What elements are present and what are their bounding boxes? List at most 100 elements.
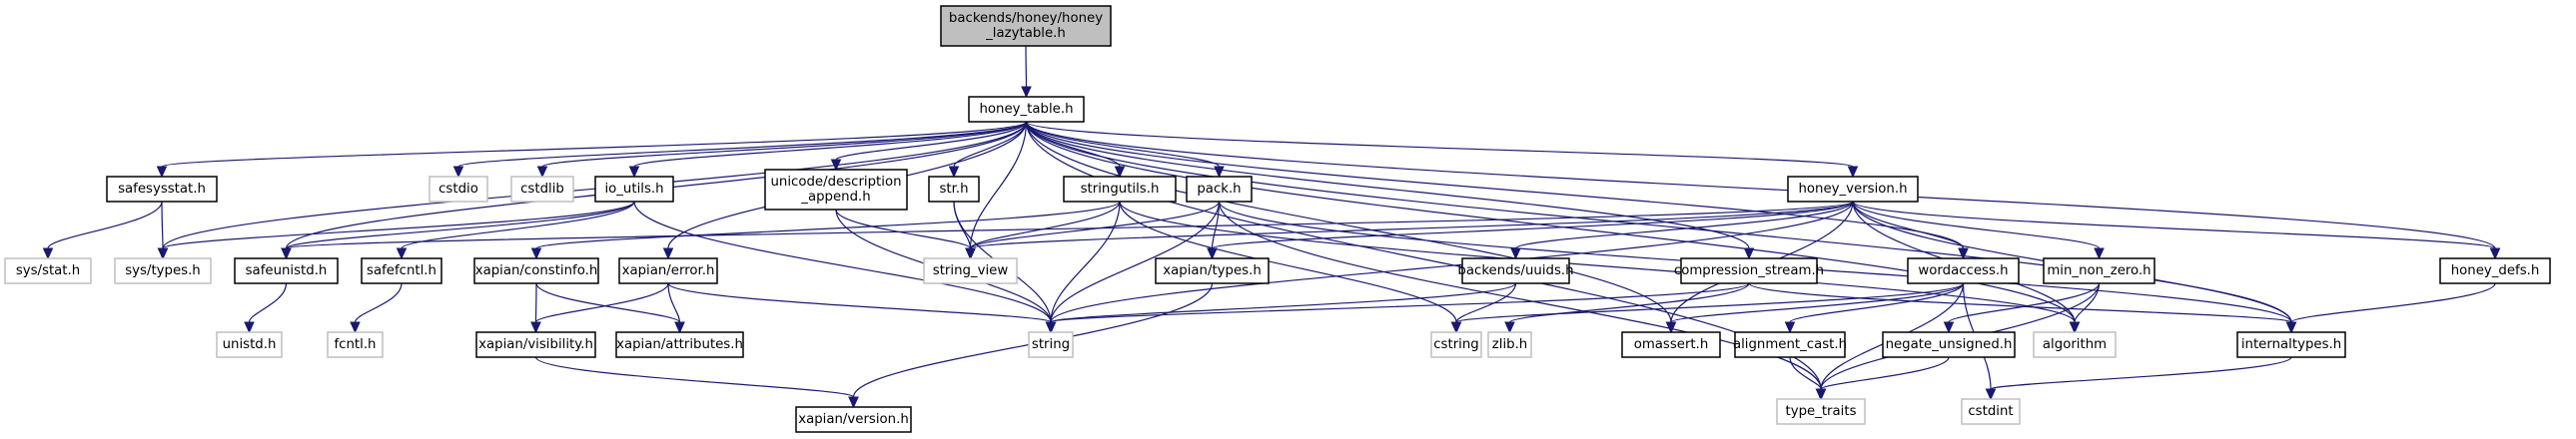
- edge-honey_table-to-omassert: [1025, 121, 1672, 323]
- node-wordaccess[interactable]: wordaccess.h: [1907, 257, 2020, 284]
- edge-root-to-honey_table: [1025, 45, 1028, 88]
- node-label: string: [1032, 337, 1070, 352]
- edge-honey_version-to-string: [1050, 201, 1854, 323]
- node-unicode-desc[interactable]: unicode/description_append.h: [764, 169, 908, 211]
- arrowhead-safesysstat-to-sys_stat: [42, 247, 54, 260]
- edge-constinfo-to-visibility: [534, 282, 537, 323]
- node-label: sys/types.h: [125, 263, 201, 278]
- node-honey-table[interactable]: honey_table.h: [968, 96, 1085, 123]
- node-box: [1734, 331, 1846, 358]
- node-box: [1063, 176, 1177, 203]
- node-box: [618, 257, 718, 284]
- node-compression[interactable]: compression_stream.h: [1674, 257, 1824, 284]
- node-box: [1882, 331, 2016, 358]
- edge-safesysstat-to-sys_types: [161, 201, 164, 249]
- edge-io_utils-to-sys_types: [162, 201, 635, 249]
- edge-layer: [42, 45, 2501, 409]
- node-io-utils[interactable]: io_utils.h: [594, 176, 674, 203]
- node-error[interactable]: xapian/error.h: [618, 257, 718, 284]
- arrowhead-wordaccess-to-cstring: [1450, 321, 1462, 334]
- node-safeunistd[interactable]: safeunistd.h: [234, 257, 339, 284]
- node-box: [106, 176, 218, 203]
- edge-honey_version-to-string_view: [969, 201, 1854, 249]
- node-label: io_utils.h: [604, 182, 663, 197]
- edge-honey_table-to-cstdio: [457, 121, 1028, 168]
- node-box: [2439, 257, 2551, 284]
- edge-wordaccess-to-cstring: [1455, 282, 1965, 323]
- edge-uuids-to-cstring: [1455, 282, 1517, 323]
- node-label: internaltypes.h: [2241, 337, 2341, 352]
- node-xversion[interactable]: xapian/version.h: [795, 406, 912, 433]
- node-visibility[interactable]: xapian/visibility.h: [475, 331, 596, 358]
- node-box: [968, 96, 1085, 123]
- node-internaltypes[interactable]: internaltypes.h: [2236, 331, 2346, 358]
- node-box: [594, 176, 674, 203]
- arrowhead-honey_defs-to-internaltypes: [2285, 321, 2297, 334]
- edge-safefcntl-to-fcntl: [354, 282, 403, 323]
- node-box: [615, 331, 744, 358]
- edge-honey_version-to-safeunistd: [285, 201, 1854, 249]
- edge-safesysstat-to-sys_stat: [47, 201, 163, 249]
- node-label: negate_unsigned.h: [1886, 337, 2013, 352]
- node-label: xapian/attributes.h: [616, 337, 743, 352]
- node-attributes[interactable]: xapian/attributes.h: [615, 331, 744, 358]
- edge-error-to-attributes: [667, 282, 681, 323]
- node-box: [1621, 331, 1721, 358]
- node-box: [429, 176, 488, 203]
- node-min-non-zero[interactable]: min_non_zero.h: [2043, 257, 2155, 284]
- arrowhead-visibility-to-xversion: [848, 396, 859, 409]
- node-label: unistd.h: [223, 337, 277, 352]
- node-box: [114, 257, 212, 284]
- node-omassert[interactable]: omassert.h: [1621, 331, 1721, 358]
- arrowhead-safeunistd-to-unistd: [244, 321, 255, 334]
- node-label: cstring: [1433, 337, 1478, 352]
- node-box: [2236, 331, 2346, 358]
- arrowhead-safefcntl-to-fcntl: [350, 321, 361, 334]
- edge-io_utils-to-safefcntl: [401, 201, 635, 249]
- node-uuids[interactable]: backends/uuids.h: [1457, 257, 1574, 284]
- node-label: type_traits: [1785, 404, 1856, 419]
- node-layer: backends/honey/honey_lazytable.h honey_ta…: [4, 5, 2551, 433]
- node-box: [1461, 257, 1570, 284]
- arrowhead-internaltypes-to-cstdint: [1985, 388, 1997, 401]
- node-alignment-cast[interactable]: alignment_cast.h: [1733, 331, 1847, 358]
- node-safefcntl[interactable]: safefcntl.h: [361, 257, 442, 284]
- node-label: xapian/visibility.h: [478, 337, 593, 352]
- node-box: [473, 257, 599, 284]
- node-box: [1487, 331, 1532, 358]
- node-safesysstat[interactable]: safesysstat.h: [106, 176, 218, 203]
- edge-io_utils-to-string: [633, 201, 1052, 323]
- node-label: _lazytable.h: [985, 26, 1066, 41]
- arrowhead-io_utils-to-safefcntl: [396, 247, 408, 260]
- node-xtypes[interactable]: xapian/types.h: [1155, 257, 1270, 284]
- node-label: cstdint: [1968, 404, 2013, 419]
- edge-honey_table-to-wordaccess: [1025, 121, 1965, 249]
- edge-visibility-to-xversion: [534, 356, 855, 398]
- edge-honey_version-to-uuids: [1514, 201, 1854, 249]
- node-root[interactable]: backends/honey/honey_lazytable.h: [940, 5, 1112, 47]
- node-str[interactable]: str.h: [928, 176, 980, 203]
- node-label: min_non_zero.h: [2047, 263, 2150, 278]
- node-box: [1430, 331, 1482, 358]
- node-stringutils[interactable]: stringutils.h: [1063, 176, 1177, 203]
- arrowhead-root-to-honey_table: [1021, 86, 1032, 99]
- arrowhead-wordaccess-to-omassert: [1665, 321, 1677, 334]
- node-constinfo[interactable]: xapian/constinfo.h: [473, 257, 599, 284]
- node-pack[interactable]: pack.h: [1186, 176, 1253, 203]
- node-box: [4, 257, 92, 284]
- node-honey-version[interactable]: honey_version.h: [1787, 176, 1919, 203]
- node-box: [940, 5, 1112, 47]
- node-honey-defs[interactable]: honey_defs.h: [2439, 257, 2551, 284]
- arrowhead-honey_table-to-error: [662, 247, 674, 260]
- node-label: backends/uuids.h: [1457, 263, 1573, 278]
- edge-internaltypes-to-cstdint: [1990, 356, 2292, 390]
- arrowhead-honey_version-to-honey_defs: [2489, 247, 2501, 260]
- node-cstdint: cstdint: [1961, 398, 2021, 425]
- node-zlib: zlib.h: [1487, 331, 1532, 358]
- edge-honey_table-to-unicode_desc: [835, 121, 1028, 161]
- node-label: fcntl.h: [335, 337, 377, 352]
- edge-honey_table-to-safesysstat: [161, 121, 1028, 168]
- node-negate-unsigned[interactable]: negate_unsigned.h: [1882, 331, 2016, 358]
- edge-io_utils-to-safeunistd: [285, 201, 635, 249]
- edge-wordaccess-to-omassert: [1670, 282, 1965, 323]
